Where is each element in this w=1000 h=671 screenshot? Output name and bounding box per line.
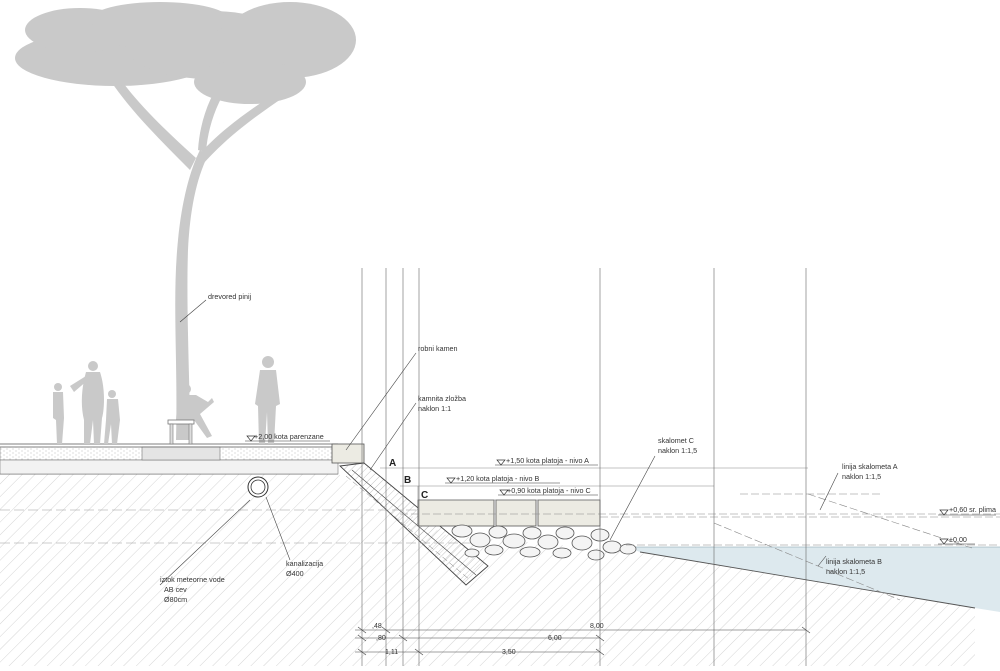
ground-section bbox=[0, 474, 975, 666]
level-plat-c: +0,90 kota platoja - nivo C bbox=[507, 486, 591, 495]
level-plat-a: +1,50 kota platoja - nivo A bbox=[506, 456, 589, 465]
riprap-line-b bbox=[713, 522, 901, 601]
dim-80: ,80 bbox=[376, 635, 386, 642]
marker-b: B bbox=[404, 475, 411, 486]
pine-tree-icon bbox=[15, 2, 356, 440]
dim-600: 6,00 bbox=[548, 635, 562, 642]
outlet-pipe-label: AB cev bbox=[164, 585, 187, 594]
marker-c: C bbox=[421, 490, 428, 501]
line-b-label: linija skalometa B bbox=[826, 557, 882, 566]
level-tide: +0,60 sr. plima bbox=[949, 505, 996, 514]
stone-wall-label: kamnita zložba bbox=[418, 394, 466, 403]
curb-label: robni kamen bbox=[418, 344, 458, 353]
people-silhouettes bbox=[53, 356, 280, 444]
line-b-slope-label: naklon 1:1,5 bbox=[826, 567, 865, 576]
sea-water bbox=[626, 547, 1000, 612]
tree-label: drevored pinij bbox=[208, 292, 252, 301]
riprap-boulders bbox=[451, 524, 637, 561]
dim-111: 1,11 bbox=[385, 649, 398, 656]
outlet-dia-label: Ø80cm bbox=[164, 595, 187, 604]
line-a-slope-label: naklon 1:1,5 bbox=[842, 472, 881, 481]
outlet-label: iztok meteorne vode bbox=[160, 575, 225, 584]
dim-350: 3,50 bbox=[502, 649, 516, 656]
level-plat-b: +1,20 kota platoja - nivo B bbox=[456, 474, 540, 483]
bench bbox=[167, 419, 195, 445]
level-park: +2,00 kota parenzane bbox=[254, 432, 324, 441]
dim-800: 8,00 bbox=[590, 623, 604, 630]
level-markers bbox=[246, 435, 949, 545]
platform-block-a bbox=[417, 499, 495, 527]
sewer-label: kanalizacija bbox=[286, 559, 323, 568]
stone-wall-slope-label: naklon 1:1 bbox=[418, 404, 451, 413]
stone-wall-slope bbox=[338, 462, 489, 586]
marker-a: A bbox=[389, 458, 396, 469]
dimension-lines bbox=[355, 626, 811, 656]
sewer-dia-label: Ø400 bbox=[286, 569, 304, 578]
riprap-c-label: skalomet C bbox=[658, 436, 694, 445]
platform-block-c bbox=[537, 499, 601, 527]
dim-48: ,48 bbox=[372, 623, 382, 630]
platform-block-b bbox=[495, 499, 537, 527]
vertical-grid bbox=[361, 268, 807, 666]
curb-stone bbox=[331, 443, 365, 464]
sewer-pipe bbox=[247, 476, 269, 498]
riprap-c-slope-label: naklon 1:1,5 bbox=[658, 446, 697, 455]
line-a-label: linija skalometa A bbox=[842, 462, 898, 471]
level-zero: ±0,00 bbox=[949, 535, 967, 544]
